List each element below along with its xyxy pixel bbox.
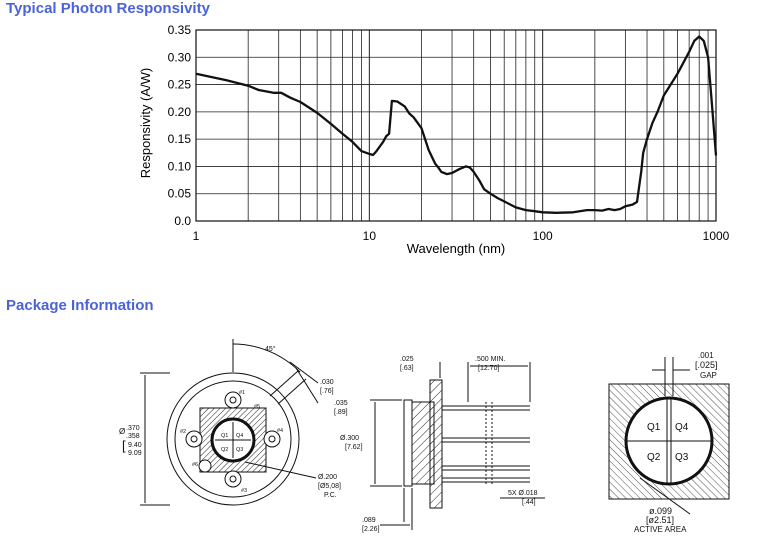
- dim-b-mm: [.89]: [334, 409, 348, 416]
- angle-label: 45°: [265, 345, 276, 353]
- diam-mm-top: 9.40: [128, 442, 142, 449]
- section-heading-package: Package Information: [6, 297, 154, 314]
- pin-4: [263, 430, 281, 448]
- responsivity-chart: 1 10 100 1000 0.0 0.05 0.10 0.15 0.20 0.25 0.30 0.3…: [138, 23, 730, 256]
- leader-line: [289, 361, 319, 384]
- front-q3: Q3: [236, 447, 243, 453]
- y-axis-title: Responsivity (A/W): [138, 68, 153, 179]
- index-tab: [269, 370, 307, 405]
- pin-4-core: [268, 435, 276, 443]
- area-mm: [ø2.51]: [646, 515, 674, 525]
- y-tick-label: 0.30: [168, 50, 192, 64]
- pc-label: P.C.: [324, 492, 337, 499]
- side-dim-a-in: .025: [400, 356, 414, 363]
- detail-q1: Q1: [647, 422, 661, 433]
- pin-label-5: #5: [254, 404, 260, 410]
- pin-label-1: #1: [239, 390, 245, 396]
- y-tick-label: 0.25: [168, 78, 192, 92]
- diam-in-bot: .358: [126, 433, 140, 440]
- side-base-in: .089: [362, 517, 376, 524]
- side-pin-in: 5X Ø.018: [508, 490, 538, 497]
- x-tick-label: 1000: [703, 229, 730, 243]
- pin-2: [185, 430, 203, 448]
- leader-line: [244, 461, 317, 479]
- can-outline: [174, 380, 292, 498]
- x-tick-label: 10: [363, 229, 377, 243]
- y-tick-label: 0.10: [168, 159, 192, 173]
- pin-1-core: [229, 396, 237, 404]
- pin-label-3: #3: [241, 488, 247, 494]
- front-q4: Q4: [236, 433, 243, 439]
- detail-q2: Q2: [647, 452, 661, 463]
- side-dia-mm: [7.62]: [345, 444, 363, 451]
- side-dim-a-mm: [.63]: [400, 365, 414, 372]
- front-q2: Q2: [221, 447, 228, 453]
- x-axis-title: Wavelength (nm): [407, 241, 506, 256]
- front-view-labels: 45° .030 [.76] .035 [.89] Ø .370 .358 [ …: [119, 345, 348, 499]
- side-len-in: .500 MIN.: [475, 356, 505, 363]
- side-base-mm: [2.26]: [362, 526, 380, 533]
- side-view: [370, 362, 545, 530]
- window: [403, 399, 413, 487]
- plot-frame: [195, 29, 717, 222]
- y-tick-label: 0.35: [168, 23, 192, 37]
- detail-view: [608, 357, 730, 515]
- detail-q4: Q4: [675, 422, 689, 433]
- diam-symbol: Ø: [119, 427, 125, 436]
- gap-label: GAP: [700, 371, 717, 380]
- gap-in: .001: [698, 351, 714, 360]
- diam-mm-bot: 9.09: [128, 450, 142, 457]
- header-body: [411, 401, 435, 485]
- x-tick-label: 100: [533, 229, 553, 243]
- area-in: ø.099: [649, 506, 672, 516]
- pin-label-4: #4: [277, 428, 283, 434]
- detail-q3: Q3: [675, 452, 689, 463]
- y-tick-label: 0.0: [174, 214, 191, 228]
- responsivity-curve-line: [195, 35, 718, 214]
- dim-a-in: .030: [320, 379, 334, 386]
- pin-label-6: #6: [192, 462, 198, 468]
- flange-outline: [166, 372, 300, 506]
- bracket-open: [: [122, 438, 126, 453]
- y-tick-label: 0.20: [168, 105, 192, 119]
- package-drawing: 45° .030 [.76] .035 [.89] Ø .370 .358 [ …: [119, 339, 730, 534]
- pin-6: [198, 459, 212, 473]
- pin-label-2: #2: [180, 429, 186, 435]
- x-tick-label: 1: [193, 229, 200, 243]
- dim-b-in: .035: [334, 400, 348, 407]
- angle-arc: [232, 343, 301, 373]
- front-q1: Q1: [221, 433, 228, 439]
- pin-3-core: [229, 475, 237, 483]
- chart-axes: [195, 29, 717, 222]
- side-pin-mm: [.44]: [522, 499, 536, 506]
- area-leader: [639, 477, 691, 515]
- front-view: [140, 339, 319, 506]
- y-tick-label: 0.05: [168, 187, 192, 201]
- dim-a-mm: [.76]: [320, 388, 334, 395]
- pc-in: Ø.200: [318, 474, 337, 481]
- area-label: ACTIVE AREA: [634, 525, 687, 534]
- gap-mm: [.025]: [695, 360, 718, 370]
- section-heading-responsivity: Typical Photon Responsivity: [6, 0, 210, 17]
- pin-1: [224, 391, 242, 409]
- pc-mm: [Ø5,08]: [318, 483, 341, 490]
- diam-in-top: .370: [126, 425, 140, 432]
- pin-3: [224, 470, 242, 488]
- side-view-labels: .025 [.63] .500 MIN. [12.70] Ø.300 [7.62…: [340, 356, 538, 533]
- y-tick-label: 0.15: [168, 132, 192, 146]
- leader-line: [295, 367, 319, 404]
- pin-2-core: [190, 435, 198, 443]
- detail-view-labels: .001 [.025] GAP Q1 Q4 Q2 Q3 ø.099 [ø2.51…: [634, 351, 718, 534]
- side-dia-in: Ø.300: [340, 435, 359, 442]
- side-len-mm: [12.70]: [478, 365, 499, 372]
